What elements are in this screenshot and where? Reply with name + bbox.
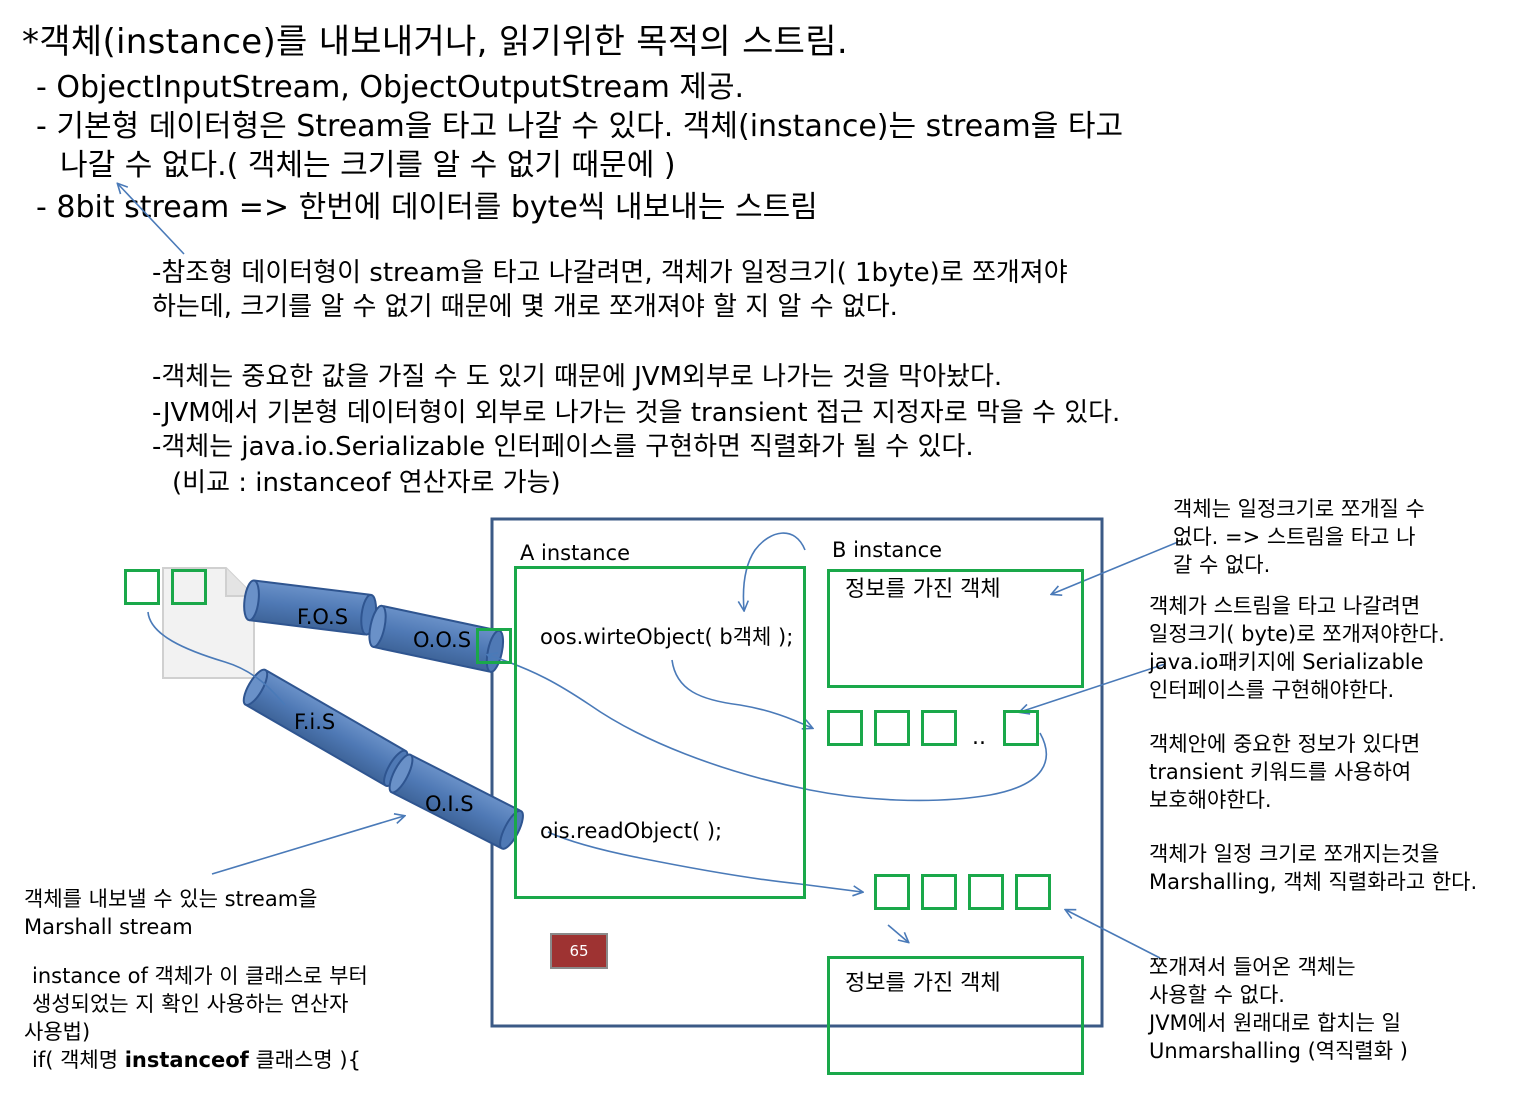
info-object-label-bottom: 정보를 가진 객체	[845, 965, 1001, 997]
pipe-oos-label: O.O.S	[413, 628, 471, 652]
if-prefix: if( 객체명	[32, 1048, 125, 1072]
note-instanceof: instance of 객체가 이 클래스로 부터 생성되었는 지 확인 사용하…	[24, 962, 368, 1074]
note-line: 보호해야한다.	[1149, 786, 1420, 814]
arrow-note-to-incoming	[1066, 910, 1160, 958]
note-line: 일정크기( byte)로 쪼개져야한다.	[1149, 620, 1445, 648]
note-line: 객체를 내보낼 수 있는 stream을	[24, 885, 318, 913]
byte-square	[476, 628, 512, 664]
byte-square	[1015, 874, 1051, 910]
byte-square	[874, 874, 910, 910]
ois-read-call: ois.readObject( );	[540, 819, 722, 843]
note-unmarshalling: 쪼개져서 들어온 객체는 사용할 수 없다. JVM에서 원래대로 합치는 일 …	[1149, 953, 1408, 1065]
note-line: 사용법)	[24, 1018, 368, 1046]
more-bytes-dots: ..	[972, 725, 986, 750]
byte-square	[874, 710, 910, 746]
note-line: instance of 객체가 이 클래스로 부터	[24, 962, 368, 990]
note-line: 없다. => 스트림을 타고 나	[1173, 523, 1425, 551]
note-line: 사용할 수 없다.	[1149, 981, 1408, 1009]
if-suffix: 클래스명 ){	[249, 1048, 361, 1072]
byte-square	[827, 710, 863, 746]
note-line: Marshalling, 객체 직렬화라고 한다.	[1149, 868, 1477, 896]
note-line: 갈 수 없다.	[1173, 551, 1425, 579]
note-line: JVM에서 원래대로 합치는 일	[1149, 1009, 1408, 1037]
note-line: java.io패키지에 Serializable	[1149, 648, 1445, 676]
byte-square	[921, 710, 957, 746]
note-marshall-stream: 객체를 내보낼 수 있는 stream을 Marshall stream	[24, 885, 318, 941]
note-line: Marshall stream	[24, 913, 318, 941]
note-line: 생성되었는 지 확인 사용하는 연산자	[24, 990, 368, 1018]
a-instance-label: A instance	[520, 541, 630, 565]
b-instance-label: B instance	[832, 538, 942, 562]
byte-square	[124, 569, 160, 605]
note-transient: 객체안에 중요한 정보가 있다면 transient 키워드를 사용하여 보호해…	[1149, 730, 1420, 814]
arrow-to-ois	[212, 816, 404, 874]
a-instance-box	[514, 566, 806, 899]
note-serializable: 객체가 스트림을 타고 나갈려면 일정크기( byte)로 쪼개져야한다. ja…	[1149, 592, 1445, 704]
note-marshalling: 객체가 일정 크기로 쪼개지는것을 Marshalling, 객체 직렬화라고 …	[1149, 840, 1477, 896]
pipe-fos-label: F.O.S	[297, 605, 348, 629]
note-line: 객체가 스트림을 타고 나갈려면	[1149, 592, 1445, 620]
byte-square	[968, 874, 1004, 910]
note-line: transient 키워드를 사용하여	[1149, 758, 1420, 786]
pipe-ois-label: O.I.S	[425, 792, 474, 816]
note-line: 객체안에 중요한 정보가 있다면	[1149, 730, 1420, 758]
oos-write-call: oos.wirteObject( b객체 );	[540, 621, 793, 651]
note-cannot-split: 객체는 일정크기로 쪼개질 수 없다. => 스트림을 타고 나 갈 수 없다.	[1173, 495, 1425, 579]
page-number-badge: 65	[550, 933, 608, 969]
arrow-to-8bit	[118, 184, 184, 254]
note-line: Unmarshalling (역직렬화 )	[1149, 1037, 1408, 1065]
arrow-pieces-to-object	[888, 925, 908, 942]
note-line: 인터페이스를 구현해야한다.	[1149, 676, 1445, 704]
note-line: 객체가 일정 크기로 쪼개지는것을	[1149, 840, 1477, 868]
byte-square	[171, 569, 207, 605]
byte-square	[921, 874, 957, 910]
note-line: 쪼개져서 들어온 객체는	[1149, 953, 1408, 981]
instanceof-usage-line: if( 객체명 instanceof 클래스명 ){	[24, 1046, 368, 1074]
pipe-fis-label: F.i.S	[294, 710, 335, 734]
byte-square	[1003, 710, 1039, 746]
instanceof-keyword: instanceof	[125, 1048, 249, 1072]
info-object-label-top: 정보를 가진 객체	[845, 571, 1001, 603]
note-line: 객체는 일정크기로 쪼개질 수	[1173, 495, 1425, 523]
